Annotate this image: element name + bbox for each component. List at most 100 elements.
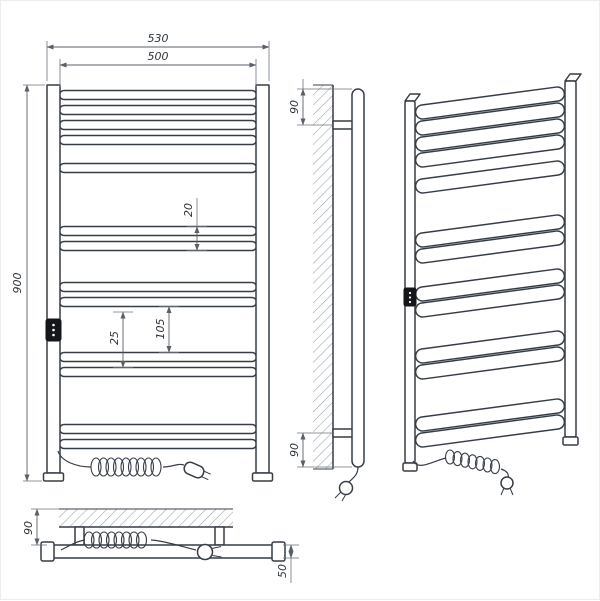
front-tube	[58, 351, 258, 363]
plug-prong	[201, 476, 209, 481]
cord-coil-loop	[489, 459, 501, 475]
dim-height-label: 900	[11, 273, 24, 294]
cord-coil-loop	[83, 531, 95, 549]
bottom-power-cord	[60, 539, 86, 551]
cord-coil-group	[444, 449, 501, 475]
bottom-left-cap	[40, 541, 55, 562]
plug-prong	[500, 487, 505, 496]
front-tube	[58, 281, 258, 293]
side-power-cord	[348, 466, 359, 483]
cord-coil-loop	[97, 457, 110, 477]
iso-right-post	[564, 80, 577, 438]
front-tube	[58, 119, 258, 131]
cord-coil-group	[83, 531, 148, 549]
power-cord-lead	[162, 463, 185, 468]
front-tube	[58, 104, 258, 116]
bottom-rail	[46, 544, 280, 559]
plug-prong	[341, 493, 347, 502]
power-cord	[57, 450, 92, 468]
cord-coil-loop	[467, 454, 478, 470]
cord-coil-loop	[98, 531, 110, 549]
plug-body	[500, 476, 514, 490]
bottom-wall-bracket	[332, 428, 355, 438]
bottom-right-cap	[271, 541, 286, 562]
front-right-foot	[251, 472, 274, 482]
control-panel-led	[408, 291, 412, 295]
cord-coil-loop	[120, 531, 133, 549]
plug-prong	[204, 470, 211, 475]
cord-coil-loop	[127, 457, 140, 477]
dim-side-top-offset-label: 90	[288, 100, 301, 114]
plug-prong	[212, 555, 222, 558]
control-panel-button	[52, 328, 55, 332]
iso-power-plug	[500, 476, 514, 496]
wall-hatch	[313, 85, 333, 469]
front-tube	[58, 423, 258, 435]
control-panel-led	[52, 323, 55, 327]
front-tube	[58, 240, 258, 252]
iso-power-cord	[412, 457, 447, 466]
iso-left-post-cap	[404, 93, 421, 102]
cord-coil-loop	[128, 531, 140, 549]
iso-right-post-cap	[564, 73, 582, 82]
top-wall-bracket	[332, 120, 355, 130]
bottom-view: 90 50	[22, 508, 299, 583]
cord-coil-loop	[113, 531, 125, 549]
plug-prong	[211, 546, 222, 549]
cord-coil-loop	[474, 455, 486, 471]
cord-coil-loop	[90, 457, 102, 477]
dim-overall-width-label: 530	[148, 32, 169, 45]
cord-coil-loop	[150, 457, 162, 477]
cord-coil-loop	[105, 531, 118, 549]
side-power-plug	[334, 480, 354, 502]
cord-coil-loop	[482, 457, 493, 473]
dim-side-bottom-offset-label: 90	[288, 443, 301, 457]
bottom-wall-hatch	[59, 509, 233, 527]
front-tube	[58, 162, 258, 174]
bottom-right-bracket	[214, 526, 225, 546]
isometric-view	[402, 73, 582, 496]
iso-tubes	[414, 86, 566, 448]
cord-coil-loop	[135, 531, 148, 549]
plug-body	[196, 543, 214, 561]
dim-section-gap-label: 105	[154, 319, 167, 340]
plug-body	[338, 480, 354, 496]
control-panel-button	[408, 296, 412, 299]
iso-power-cord-lead	[500, 468, 509, 478]
rail-side-profile	[351, 88, 365, 468]
control-panel-button	[52, 333, 55, 337]
front-tube	[58, 438, 258, 450]
dim-tube-width-label: 500	[148, 50, 169, 63]
front-view	[42, 84, 274, 482]
iso-right-foot	[562, 436, 579, 446]
control-panel-button	[408, 300, 412, 304]
dim-bottom-wall-offset-label: 90	[22, 521, 35, 535]
cord-coil-loop	[452, 451, 463, 467]
front-tubes	[58, 89, 258, 450]
cord-coil-loop	[459, 452, 471, 468]
plug-body	[183, 461, 205, 479]
power-plug	[183, 461, 211, 481]
dim-small-gap-label: 25	[108, 331, 121, 345]
front-tube	[58, 89, 258, 101]
cord-coil-loop	[444, 449, 456, 465]
iso-left-foot	[402, 462, 418, 472]
front-tube	[58, 134, 258, 146]
cord-coil-loop	[135, 457, 147, 477]
front-tube	[58, 366, 258, 378]
front-dimensions: 530 500 900 20 105 25	[11, 32, 270, 482]
cord-coil-group	[90, 457, 162, 477]
cord-coil-loop	[90, 531, 103, 549]
dim-tube-gap-label: 20	[182, 203, 195, 217]
cord-coil-loop	[120, 457, 132, 477]
plug-prong	[509, 487, 514, 496]
side-view: 90 90	[288, 79, 365, 502]
cord-coil-loop	[142, 457, 155, 477]
dim-depth-label: 50	[276, 564, 289, 578]
bottom-power-plug	[196, 543, 222, 561]
bottom-power-cord-lead	[150, 539, 197, 551]
front-left-foot	[42, 472, 65, 482]
cord-coil-loop	[105, 457, 117, 477]
